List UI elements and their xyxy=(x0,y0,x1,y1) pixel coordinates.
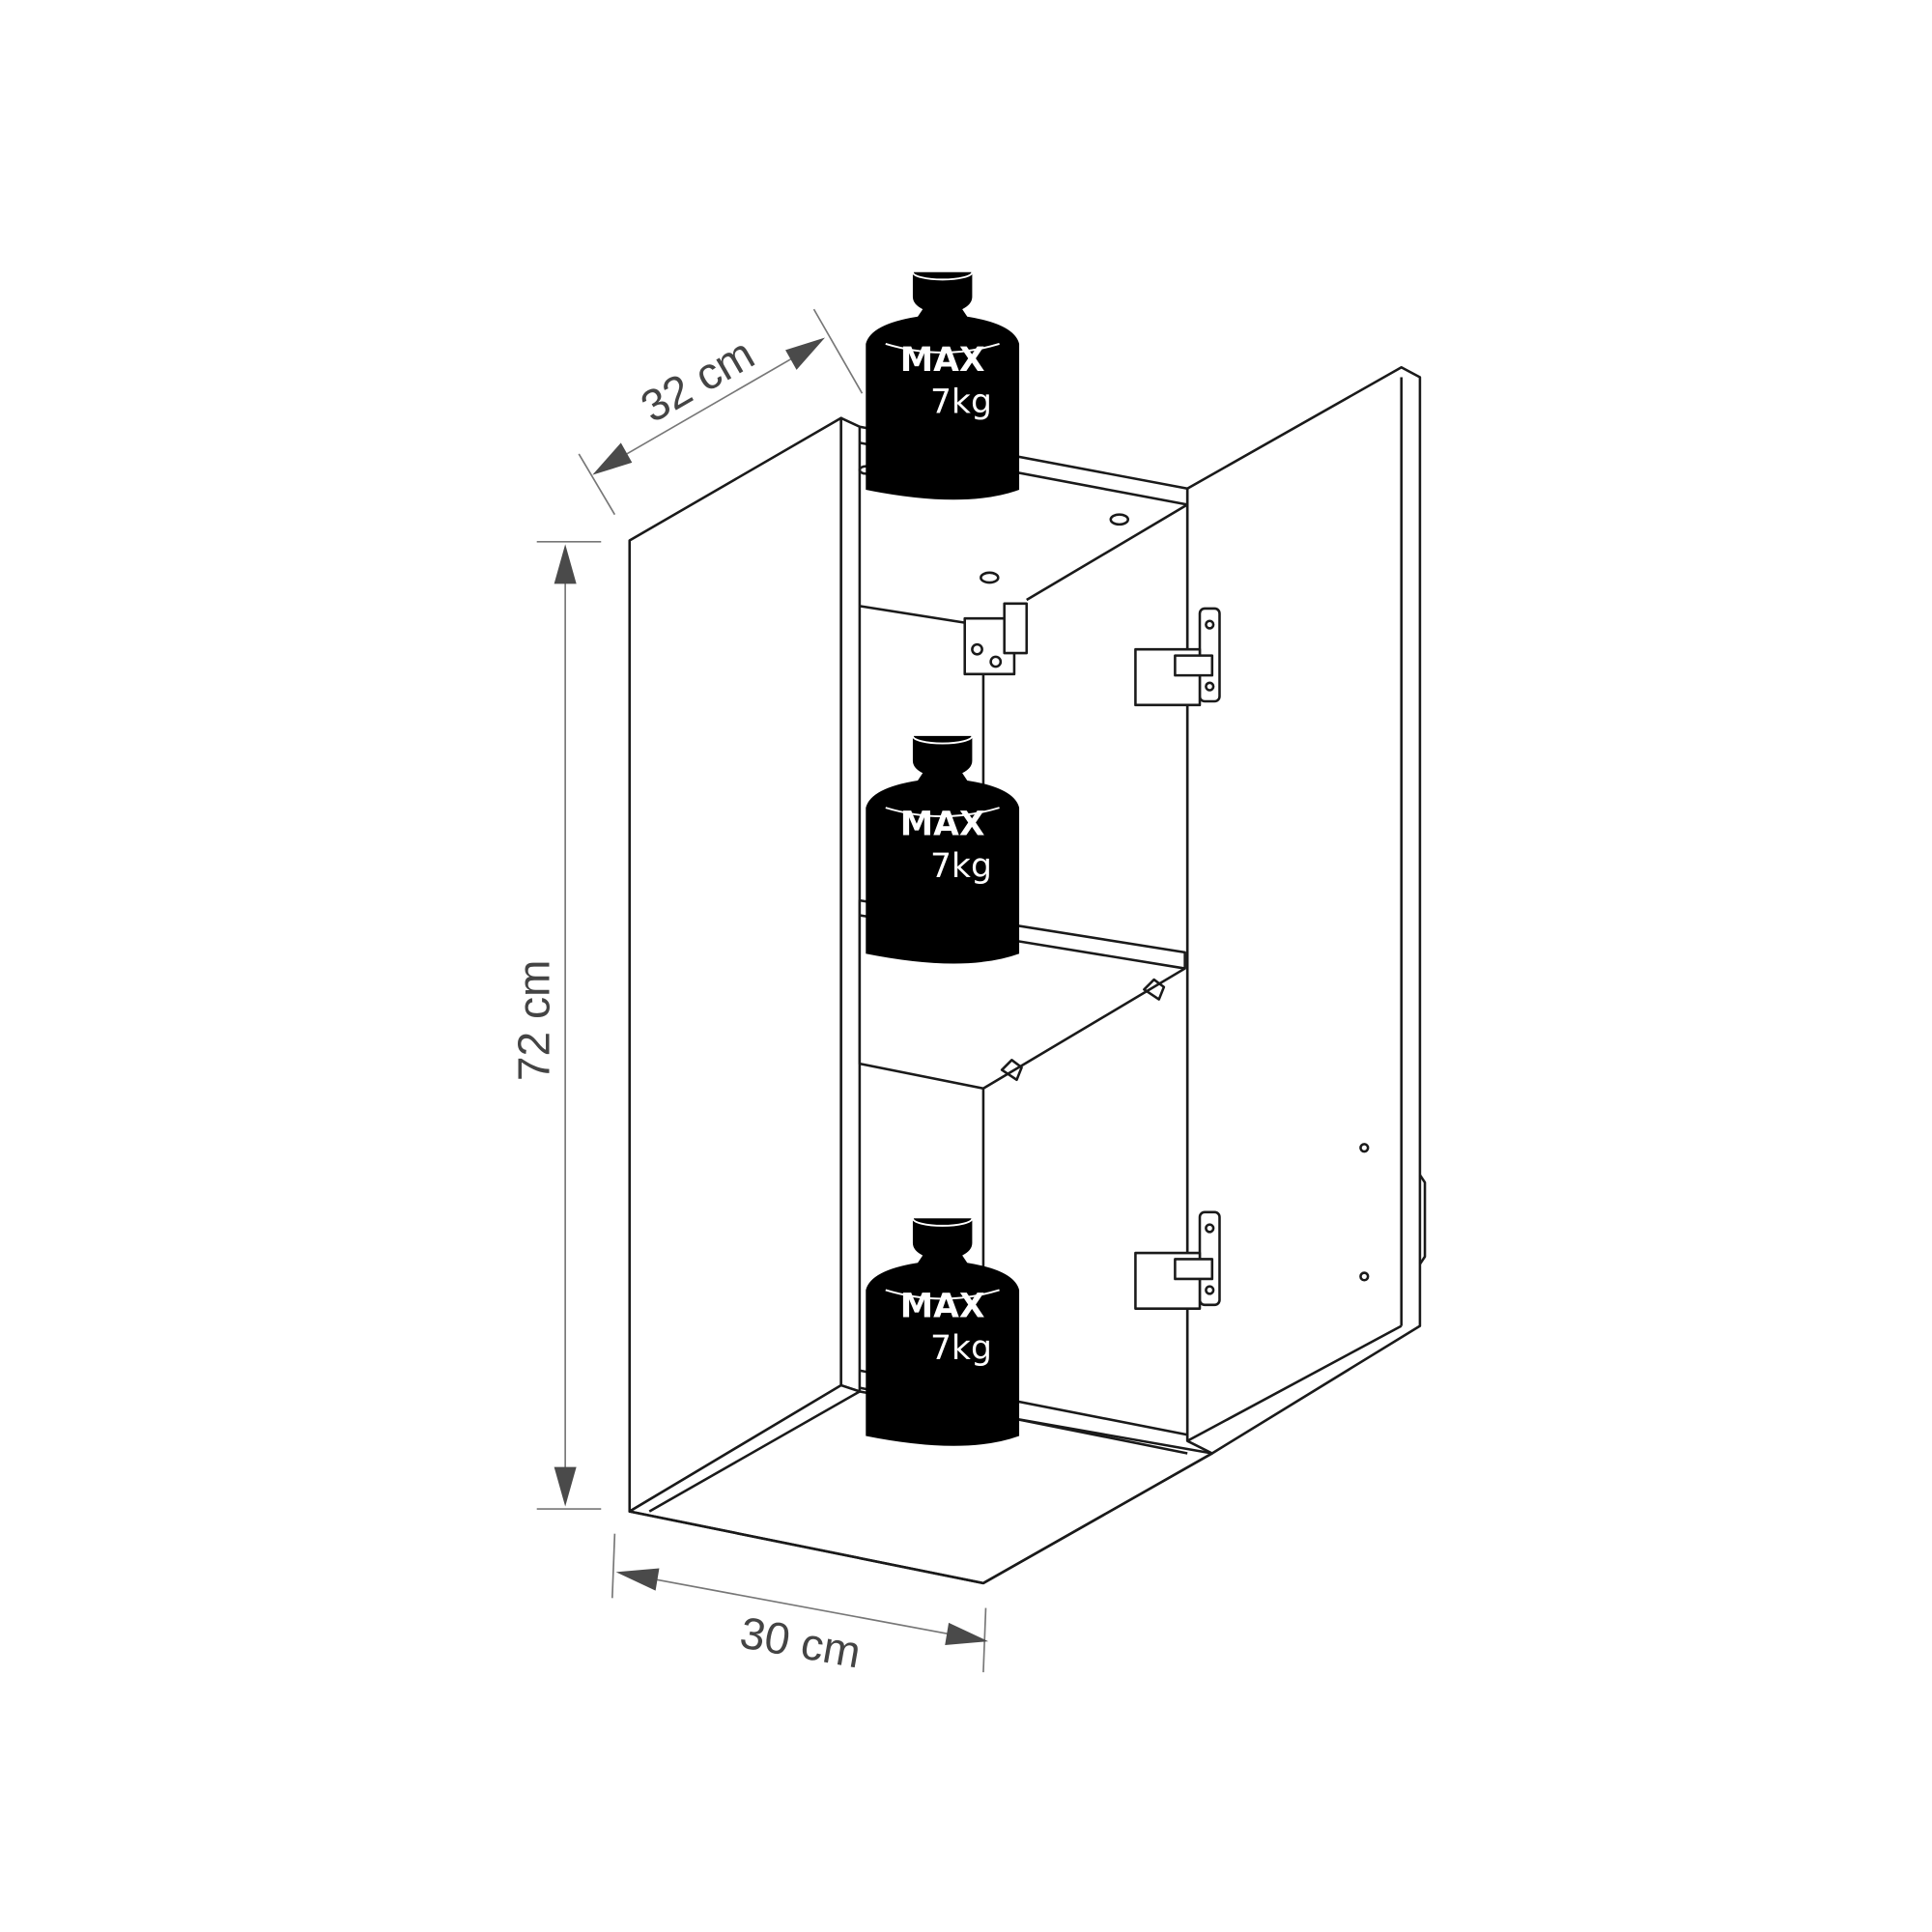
shelf-pin xyxy=(1000,978,1166,1082)
weight-load-label: 7kg xyxy=(930,384,992,422)
depth-label: 32 cm xyxy=(632,327,762,432)
weight-load-label: 7kg xyxy=(930,1329,992,1368)
arrow-up-right-icon xyxy=(785,337,826,370)
arrow-down-icon xyxy=(554,1466,577,1507)
hinge-bottom xyxy=(1134,1210,1221,1310)
weight-load-label: 7kg xyxy=(930,847,992,886)
max-weight-icon-bottom: MAX 7kg xyxy=(865,1209,1021,1447)
left-side-panel xyxy=(628,416,842,1513)
arrow-down-left-icon xyxy=(592,442,633,475)
weight-max-label: MAX xyxy=(900,805,985,843)
weight-max-label: MAX xyxy=(900,341,985,380)
door xyxy=(1134,366,1427,1455)
left-panel-edge xyxy=(839,416,862,1393)
arrow-right-icon xyxy=(945,1622,989,1645)
max-weight-icon-top: MAX 7kg xyxy=(865,264,1021,501)
max-weight-icon-shelf: MAX 7kg xyxy=(865,727,1021,965)
cabinet-body xyxy=(628,416,1214,1585)
width-label: 30 cm xyxy=(736,1606,865,1677)
hinge-top xyxy=(1134,607,1221,707)
weight-max-label: MAX xyxy=(900,1288,985,1326)
arrow-up-icon xyxy=(554,544,577,584)
height-label: 72 cm xyxy=(509,960,559,1081)
height-dimension: 72 cm xyxy=(509,540,602,1510)
arrow-left-icon xyxy=(615,1568,660,1591)
